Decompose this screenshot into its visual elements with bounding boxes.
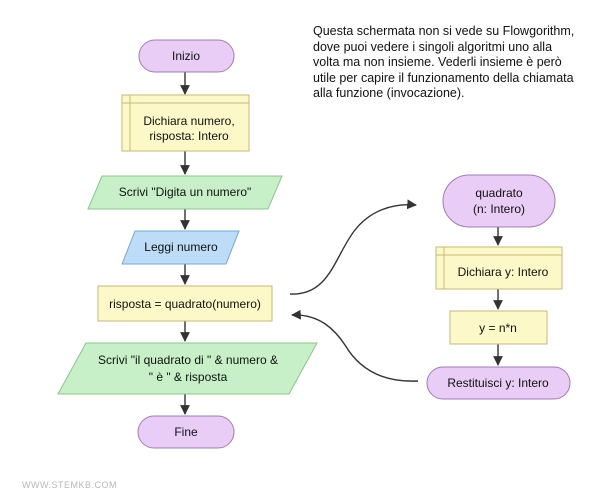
explanation-note: Questa schermata non si vede su Flowgori…: [313, 24, 575, 100]
declare-variables-block: Dichiara numero, risposta: Intero: [121, 94, 250, 152]
function-declare-label: Dichiara y: Intero: [458, 265, 549, 279]
output-result-label-line2: " è " & risposta: [149, 370, 228, 384]
function-assignment-label: y = n*n: [479, 321, 517, 335]
declare-label-line1: Dichiara numero,: [143, 114, 234, 128]
start-label: Inizio: [172, 49, 200, 63]
output-result-label-line1: Scrivi "il quadrato di " & numero &: [98, 353, 278, 367]
output-prompt-label: Scrivi "Digita un numero": [119, 185, 252, 199]
return-arrow: [291, 309, 419, 382]
declare-label-line2: risposta: Intero: [149, 129, 229, 143]
end-label: Fine: [174, 425, 198, 439]
function-assignment-block: y = n*n: [449, 310, 548, 345]
end-terminal: Fine: [137, 415, 235, 449]
function-return-terminal: Restituisci y: Intero: [426, 366, 571, 400]
function-param-label: (n: Intero): [473, 202, 525, 216]
output-prompt-block: Scrivi "Digita un numero": [87, 175, 283, 210]
input-block: Leggi numero: [121, 230, 240, 265]
output-result-block: Scrivi "il quadrato di " & numero & " è …: [57, 342, 318, 395]
function-start-terminal: quadrato (n: Intero): [442, 174, 556, 228]
start-terminal: Inizio: [138, 39, 235, 73]
input-label: Leggi numero: [144, 240, 218, 254]
function-declare-block: Dichiara y: Intero: [435, 246, 563, 290]
assignment-label: risposta = quadrato(numero): [109, 297, 261, 311]
function-return-label: Restituisci y: Intero: [447, 376, 549, 390]
function-name-label: quadrato: [475, 186, 523, 200]
assignment-block: risposta = quadrato(numero): [97, 285, 273, 322]
watermark: WWW.STEMKB.COM: [22, 480, 117, 490]
call-arrow: [289, 199, 417, 295]
